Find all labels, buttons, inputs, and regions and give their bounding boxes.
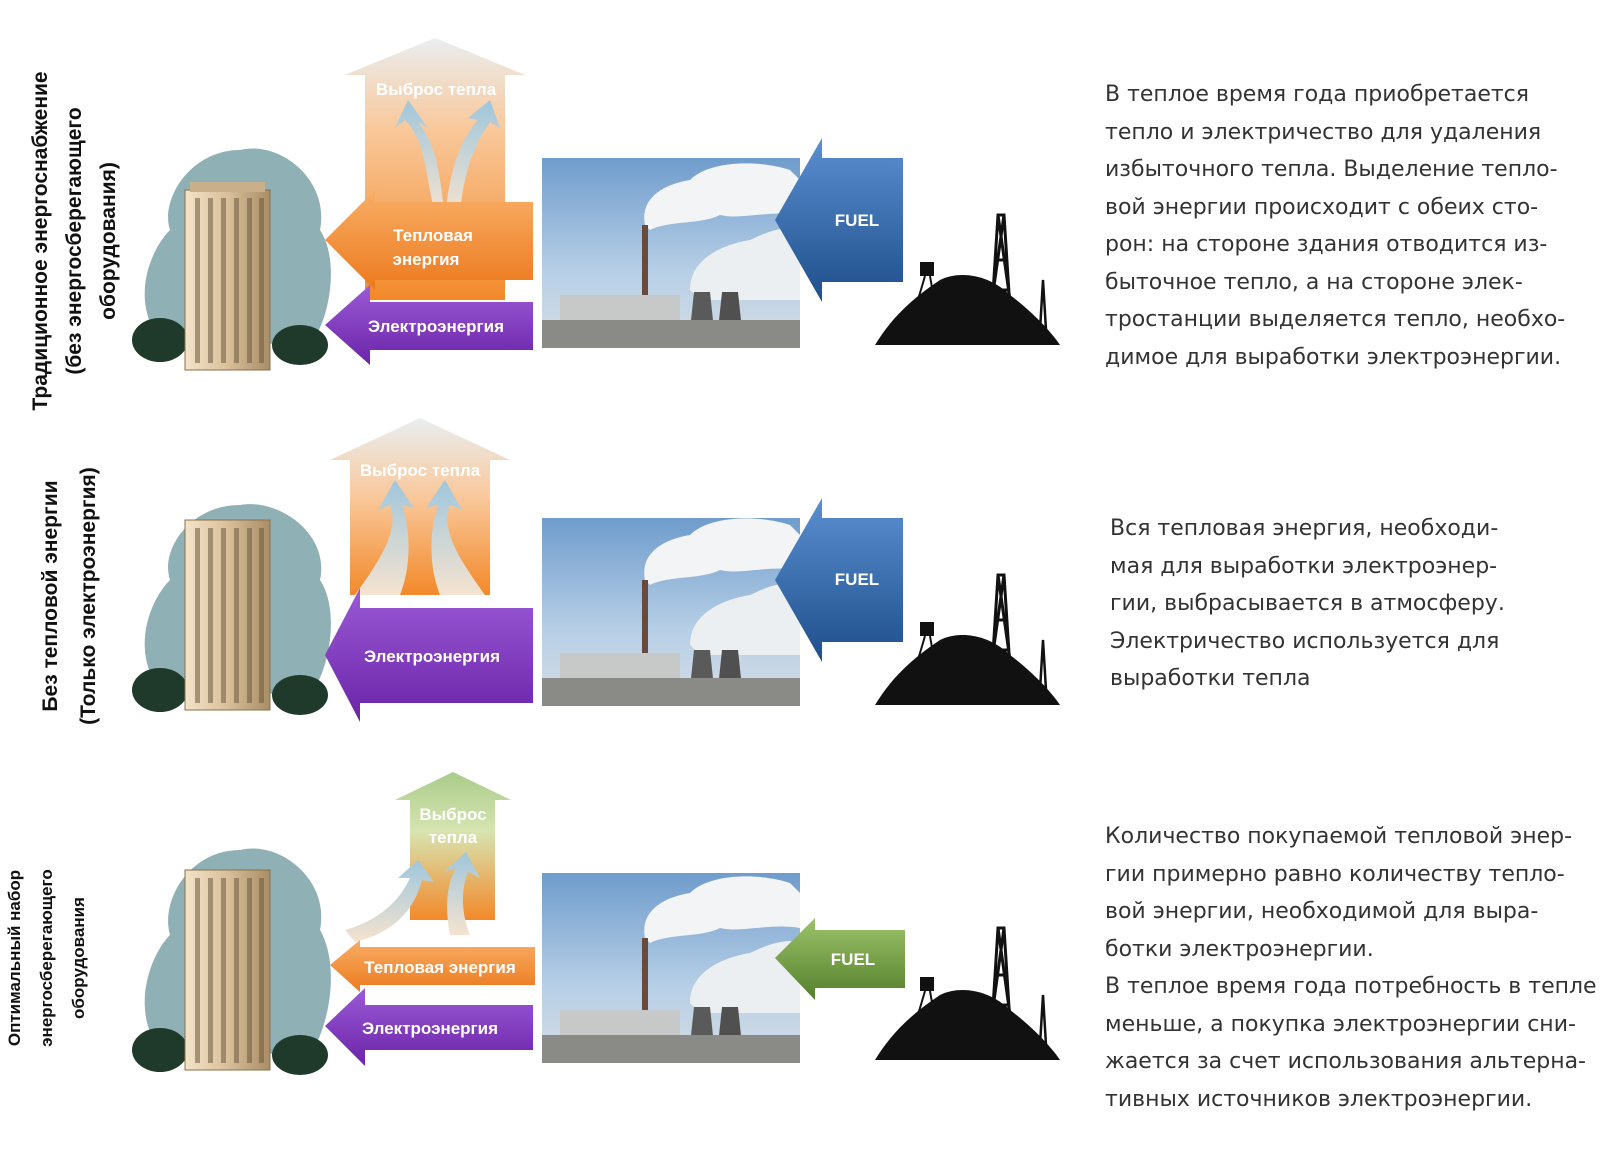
- heat-emitted-arrow: Выброс тепла: [345, 772, 511, 942]
- coal-mine-icon: [875, 213, 1060, 345]
- electricity-arrow: Электроэнергия: [325, 988, 533, 1066]
- coal-mine-icon: [875, 926, 1060, 1060]
- scenario-description: Вся тепловая энергия, необходи- мая для …: [1110, 516, 1505, 691]
- power-plant-image: [542, 158, 800, 348]
- fuel-arrow: FUEL: [775, 138, 903, 302]
- heat-energy-label-line1: Тепловая: [393, 226, 473, 245]
- heat-emitted-arrow: Выброс тепла: [330, 418, 510, 595]
- fuel-label: FUEL: [835, 570, 879, 589]
- heat-emitted-label-line2: тепла: [429, 828, 478, 847]
- electricity-arrow: Электроэнергия: [325, 285, 533, 365]
- scenario-diagram: Выброс тепла Тепловая энергия Электроэне…: [132, 38, 1060, 371]
- apartment-building-icon: [132, 848, 331, 1075]
- scenario-electricity-only: Без тепловой энергии (Только электроэнер…: [0, 410, 1600, 740]
- power-plant-image: [542, 873, 800, 1063]
- apartment-building-icon: [132, 504, 331, 715]
- coal-mine-icon: [875, 573, 1060, 705]
- electricity-label: Электроэнергия: [362, 1019, 498, 1038]
- scenario-description: Количество покупаемой тепловой энер- гии…: [1105, 824, 1597, 1112]
- scenario-optimal: Оптимальный набор энергосберегающего обо…: [0, 760, 1600, 1160]
- heat-energy-arrow: Тепловая энергия: [330, 940, 535, 992]
- electricity-label: Электроэнергия: [364, 647, 500, 666]
- power-plant-image: [542, 518, 800, 706]
- fuel-arrow: FUEL: [775, 498, 903, 662]
- heat-emitted-label-line1: Выброс: [419, 805, 486, 824]
- heat-energy-label-line2: энергия: [393, 250, 460, 269]
- heat-energy-arrow: Тепловая энергия: [325, 190, 533, 290]
- heat-emitted-label: Выброс тепла: [376, 80, 497, 99]
- scenario-description: В теплое время года приобретается тепло …: [1105, 82, 1566, 370]
- electricity-label: Электроэнергия: [368, 317, 504, 336]
- scenario-diagram: Выброс тепла Электроэнергия FUEL: [132, 418, 1060, 722]
- fuel-label: FUEL: [831, 950, 875, 969]
- heat-energy-label: Тепловая энергия: [364, 958, 516, 977]
- fuel-arrow: FUEL: [775, 918, 905, 1000]
- apartment-building-icon: [132, 148, 331, 371]
- electricity-arrow: Электроэнергия: [325, 588, 533, 722]
- scenario-traditional: Традиционное энергоснабжение (без энерго…: [0, 0, 1600, 411]
- scenario-diagram: Выброс тепла Тепловая энергия Электроэне…: [132, 772, 1060, 1075]
- heat-emitted-label: Выброс тепла: [360, 461, 481, 480]
- fuel-label: FUEL: [835, 211, 879, 230]
